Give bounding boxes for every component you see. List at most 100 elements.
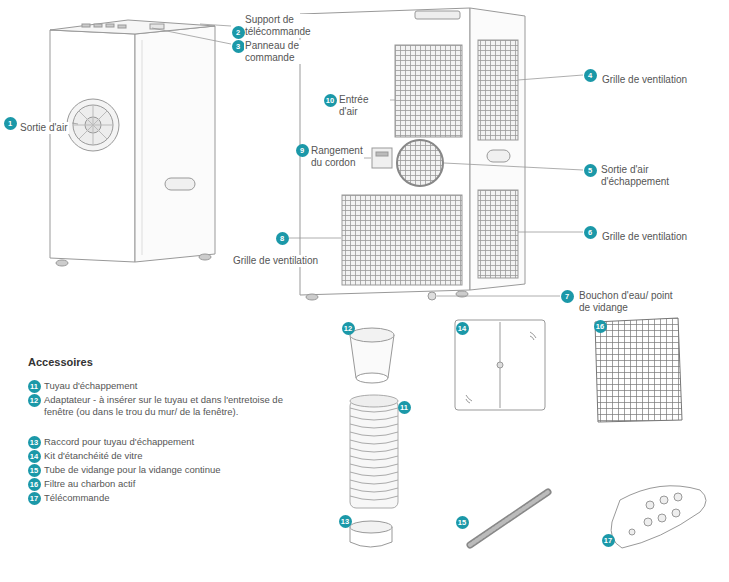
callout-number: 13: [339, 515, 352, 528]
callout-number-holder: 5: [584, 164, 597, 177]
hose-drawing-part: [350, 395, 398, 407]
callout-number-holder: 4: [584, 69, 597, 82]
callout-number: 5: [584, 164, 597, 177]
part-label: Bouchon d'eau/ point de vidange: [578, 290, 678, 314]
connector-ring-drawing-part: [350, 521, 392, 533]
remote-drawing-part: [644, 518, 652, 526]
back-unit-part: [428, 292, 436, 300]
accessory-label-holder: Kit d'étanchéité de vitre: [44, 450, 304, 462]
adapter-drawing-part: [350, 328, 394, 342]
back-unit: [300, 8, 525, 300]
part-label: Grille de ventilation: [232, 255, 319, 267]
remote-drawing-part: [674, 493, 682, 501]
accessory-label: Adaptateur - à insérer sur le tuyau et d…: [44, 394, 304, 418]
callout-number-holder: 1: [4, 117, 17, 130]
part-label: Grille de ventilation: [601, 231, 688, 243]
leader-lines-part: [518, 75, 583, 80]
front-unit-part: [50, 30, 135, 262]
hose-drawing-part: [350, 408, 398, 500]
callout-number: 12: [28, 394, 41, 407]
callout-number: 14: [28, 450, 41, 463]
window-seal-drawing-part: [466, 332, 536, 403]
leader-lines-part: [152, 28, 231, 44]
back-unit-part: [306, 294, 318, 300]
callout-number: 12: [342, 322, 355, 335]
front-unit-part: [82, 24, 90, 27]
callout-number: 17: [28, 492, 41, 505]
part-label: Grille de ventilation: [601, 74, 688, 86]
callout-number: 11: [398, 401, 411, 414]
section-heading: Accessoires: [28, 356, 178, 368]
drain-tube-drawing-part: [470, 492, 548, 545]
accessory-label: Télécommande: [44, 492, 304, 504]
part-label-holder: Grille de ventilation: [601, 69, 711, 87]
back-unit-part: [376, 152, 388, 156]
callout-number-holder: 16: [594, 320, 607, 333]
part-label: Support de télécommande: [244, 14, 316, 38]
callout-number: 17: [602, 534, 615, 547]
part-label-holder: Sortie d'air: [19, 117, 73, 135]
callout-number: 6: [584, 226, 597, 239]
part-label: Panneau de commande: [244, 40, 316, 64]
drain-tube-drawing-part: [470, 492, 548, 545]
callout-number: 10: [324, 94, 337, 107]
leader-lines: [72, 24, 583, 296]
remote-drawing-part: [672, 509, 680, 517]
callout-number: 2: [232, 26, 245, 39]
callout-number: 11: [28, 380, 41, 393]
callout-number-holder: 17: [28, 492, 41, 505]
part-label: Rangement du cordon: [310, 145, 364, 169]
leader-lines-part: [518, 232, 583, 233]
remote-drawing: [611, 486, 706, 548]
callout-number: 7: [561, 290, 574, 303]
adapter-drawing-part: [356, 373, 388, 383]
front-unit-part: [118, 25, 126, 28]
back-unit-part: [397, 140, 443, 186]
part-label-holder: Sortie d'air d'échappement: [600, 164, 696, 189]
part-label-holder: Panneau de commande: [244, 40, 316, 65]
drain-tube-drawing: [470, 492, 548, 545]
accessory-label-holder: Télécommande: [44, 492, 304, 504]
front-unit-part: [106, 24, 114, 27]
back-unit-part: [372, 148, 392, 168]
accessory-label-holder: Adaptateur - à insérer sur le tuyau et d…: [44, 394, 304, 418]
callout-number: 4: [584, 69, 597, 82]
callout-number-holder: 6: [584, 226, 597, 239]
carbon-filter-drawing: [595, 318, 682, 422]
callout-number: 1: [4, 117, 17, 130]
callout-number-holder: 7: [561, 290, 574, 303]
accessory-label: Raccord pour tuyau d'échappement: [44, 436, 304, 448]
callout-number: 15: [456, 516, 469, 529]
leader-lines-part: [364, 158, 371, 159]
callout-number-holder: 3: [232, 40, 245, 53]
accessory-label: Filtre au charbon actif: [44, 478, 304, 490]
leader-lines-part: [200, 24, 231, 26]
part-label-holder: Bouchon d'eau/ point de vidange: [578, 290, 678, 315]
connector-ring-drawing: [350, 521, 392, 547]
callout-number: 13: [28, 436, 41, 449]
back-unit-part: [478, 40, 518, 140]
accessory-label: Tube de vidange pour la vidange continue: [44, 464, 304, 476]
leader-lines-part: [289, 238, 341, 239]
callout-number-holder: 12: [28, 394, 41, 407]
window-seal-drawing-part: [497, 362, 503, 368]
back-unit-part: [395, 45, 462, 137]
part-label-holder: Support de télécommande: [244, 14, 316, 39]
part-label-holder: Grille de ventilation: [232, 250, 337, 268]
back-unit-part: [470, 8, 525, 290]
accessory-label-holder: Filtre au charbon actif: [44, 478, 304, 490]
front-unit-part: [165, 178, 195, 190]
callout-number: 14: [456, 322, 469, 335]
back-unit-part: [300, 8, 470, 295]
callout-number-holder: 17: [602, 534, 615, 547]
callout-number-holder: 16: [28, 478, 41, 491]
back-unit-part: [487, 150, 510, 162]
remote-drawing-part: [658, 514, 666, 522]
callout-number-holder: 9: [296, 144, 309, 157]
front-unit-part: [73, 105, 113, 145]
callout-number: 8: [276, 232, 289, 245]
remote-drawing-part: [646, 501, 654, 509]
front-unit-part: [94, 24, 102, 27]
callout-number-holder: 10: [324, 94, 337, 107]
remote-drawing-part: [629, 529, 635, 535]
